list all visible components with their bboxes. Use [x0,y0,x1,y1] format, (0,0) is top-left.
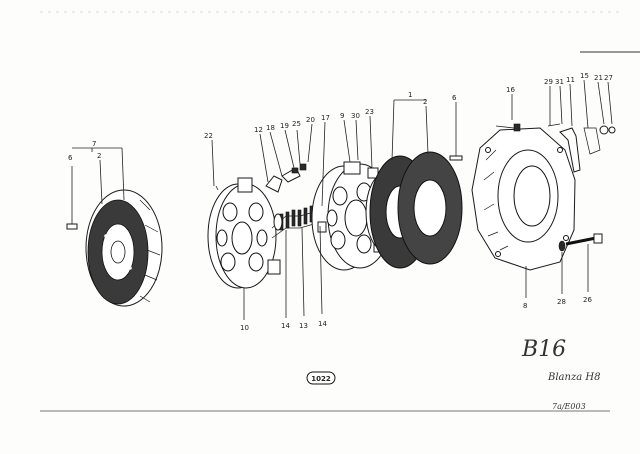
label-23: 23 [365,108,374,116]
label-18: 18 [266,124,275,132]
label-10: 10 [240,324,249,332]
label-21: 21 [594,74,603,82]
label-6b: 6 [452,94,457,102]
figure-number: 1022 [311,375,331,383]
label-12: 12 [254,126,263,134]
label-6a: 6 [68,154,73,162]
label-25: 25 [292,120,301,128]
bolt-left [66,166,78,230]
handwritten-code: B16 [521,337,566,362]
label-16: 16 [506,86,515,94]
label-8: 8 [523,302,527,310]
label-26: 26 [583,296,592,304]
label-14b: 14 [318,320,327,328]
label-19: 19 [280,122,289,130]
bolt-right [449,102,463,161]
clutch-housing [471,127,576,271]
figure-number-badge: 1022 [306,371,336,385]
label-1: 1 [408,91,412,99]
friction-disc-left [85,189,163,307]
lever-small-parts [265,163,307,193]
label-9: 9 [340,112,344,120]
friction-disc-pair [369,151,463,269]
bolt-26 [558,233,603,252]
label-30: 30 [351,112,360,120]
label-20: 20 [306,116,315,124]
leader-lines [72,79,613,320]
pressure-plate [207,177,281,289]
label-29: 29 [544,78,553,86]
label-15: 15 [580,72,589,80]
label-2b: 2 [423,98,427,106]
bottom-note: 7a/E003 [552,402,586,411]
label-27: 27 [604,74,613,82]
label-11: 11 [566,76,575,84]
label-7: 7 [92,140,96,148]
handwritten-note: Blanza H8 [547,372,600,383]
label-31: 31 [555,78,564,86]
release-fork-parts [547,123,616,173]
label-17: 17 [321,114,330,122]
label-14a: 14 [281,322,290,330]
label-28: 28 [557,298,566,306]
bolt-16 [495,123,521,132]
label-2a: 2 [97,152,101,160]
label-13: 13 [299,322,308,330]
part-labels: 7 6 2 22 10 12 18 19 25 20 17 9 30 23 14… [68,72,613,332]
label-22: 22 [204,132,213,140]
